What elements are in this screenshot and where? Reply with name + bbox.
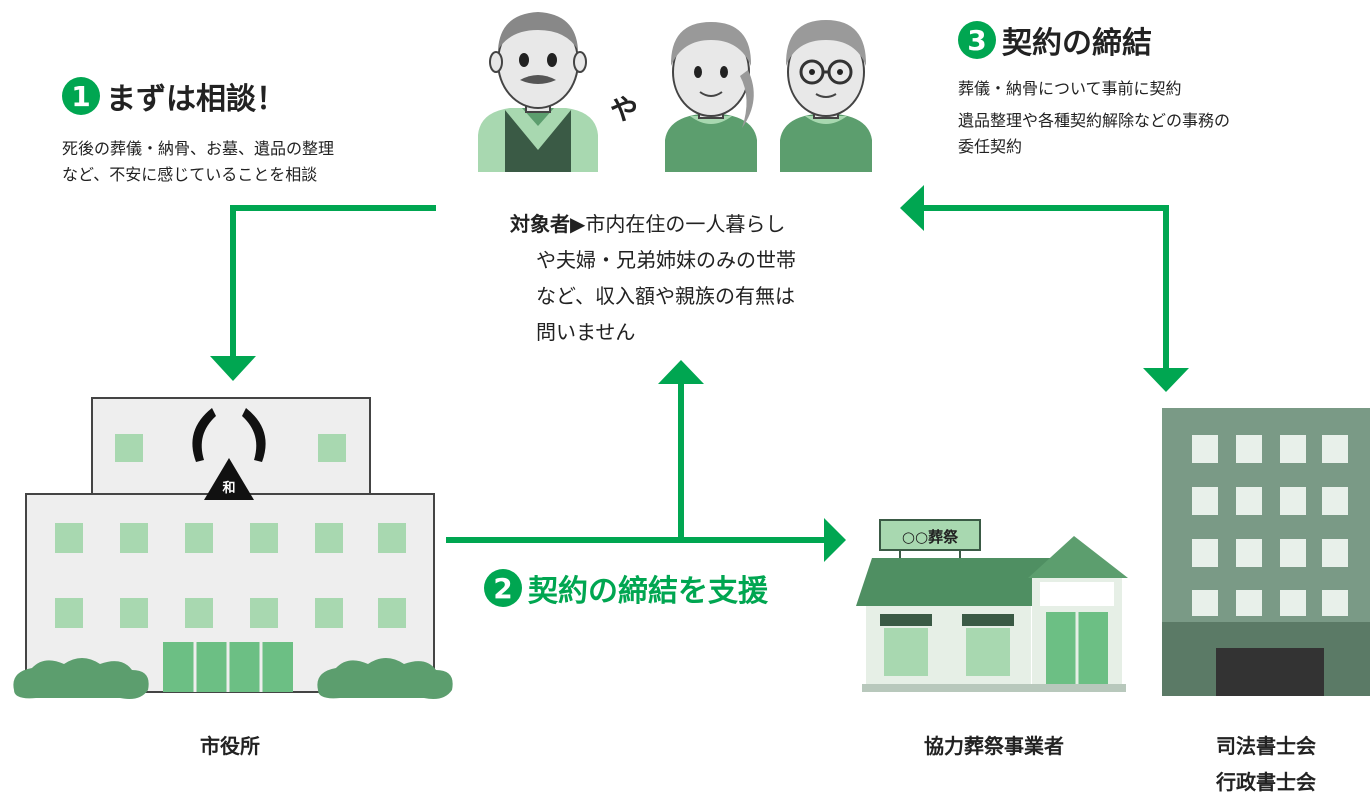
step1-desc-line: 死後の葬儀・納骨、お墓、遺品の整理 [62, 139, 335, 158]
step3-number: 3 [958, 21, 996, 59]
office-caption-line: 司法書士会 [1216, 734, 1316, 758]
arrow-head-office [1143, 368, 1189, 392]
target-line-1: 対象者▶市内在住の一人暮らし [510, 206, 796, 242]
step1-number: 1 [62, 77, 100, 115]
arrow-consult-to-cityhall [230, 205, 436, 360]
flow-arrows [210, 185, 1189, 562]
step1-desc-line: など、不安に感じていることを相談 [62, 165, 318, 184]
target-line: や夫婦・兄弟姉妹のみの世帯 [536, 248, 796, 272]
funeral-home-caption: 協力葬祭事業者 [924, 734, 1064, 758]
city-emblem-icon: 和 [192, 408, 266, 500]
elderly-man-icon [478, 12, 598, 172]
target-line: など、収入額や親族の有無は [536, 284, 795, 308]
step1-title-text: まずは相談！ [106, 82, 286, 117]
elderly-woman-glasses-icon [780, 20, 872, 172]
step3-title-text: 契約の締結 [1002, 26, 1152, 61]
elderly-woman-icon [665, 22, 757, 172]
step2-number: 2 [484, 569, 522, 607]
arrow-head-target-left [900, 185, 924, 231]
emblem-char: 和 [222, 480, 235, 496]
step3-description: 葬儀・納骨について事前に契約 遺品整理や各種契約解除などの事務の 委任契約 [958, 76, 1230, 160]
step3-desc-line: 葬儀・納骨について事前に契約 [958, 79, 1182, 98]
arrow-head-cityhall [210, 356, 256, 381]
step1-description: 死後の葬儀・納骨、お墓、遺品の整理 など、不安に感じていることを相談 [62, 136, 334, 188]
office-caption: 司法書士会 行政書士会 [1186, 728, 1346, 800]
step3-desc-line: 遺品整理や各種契約解除などの事務の [958, 111, 1231, 130]
office-building [1162, 408, 1370, 696]
step2-title-text: 契約の締結を支援 [528, 574, 768, 609]
shrub-right [317, 658, 453, 699]
target-line: 問いません [536, 320, 636, 344]
arrow-head-funeral [824, 518, 846, 562]
arrow-office-to-target [921, 205, 1169, 372]
shrub-left [13, 658, 149, 699]
city-hall-caption: 市役所 [200, 734, 260, 758]
target-arrow: ▶ [570, 212, 586, 236]
arrow-head-target [658, 360, 704, 384]
step2-title: 2 契約の締結を支援 [484, 566, 768, 610]
target-line: 市内在住の一人暮らし [585, 212, 786, 236]
step1-title: 1 まずは相談！ [62, 74, 286, 118]
target-description: 対象者▶市内在住の一人暮らし や夫婦・兄弟姉妹のみの世帯 など、収入額や親族の有… [510, 206, 796, 350]
office-caption-line: 行政書士会 [1216, 770, 1316, 794]
step3-title: 3 契約の締結 [958, 18, 1152, 62]
funeral-home-building: ○○葬祭 [856, 519, 1128, 692]
step3-desc-line: 委任契約 [958, 137, 1023, 156]
target-label: 対象者 [510, 212, 570, 236]
city-hall-building: 和 [13, 397, 453, 699]
or-label: や [610, 93, 639, 126]
funeral-sign-text: ○○葬祭 [902, 528, 959, 546]
